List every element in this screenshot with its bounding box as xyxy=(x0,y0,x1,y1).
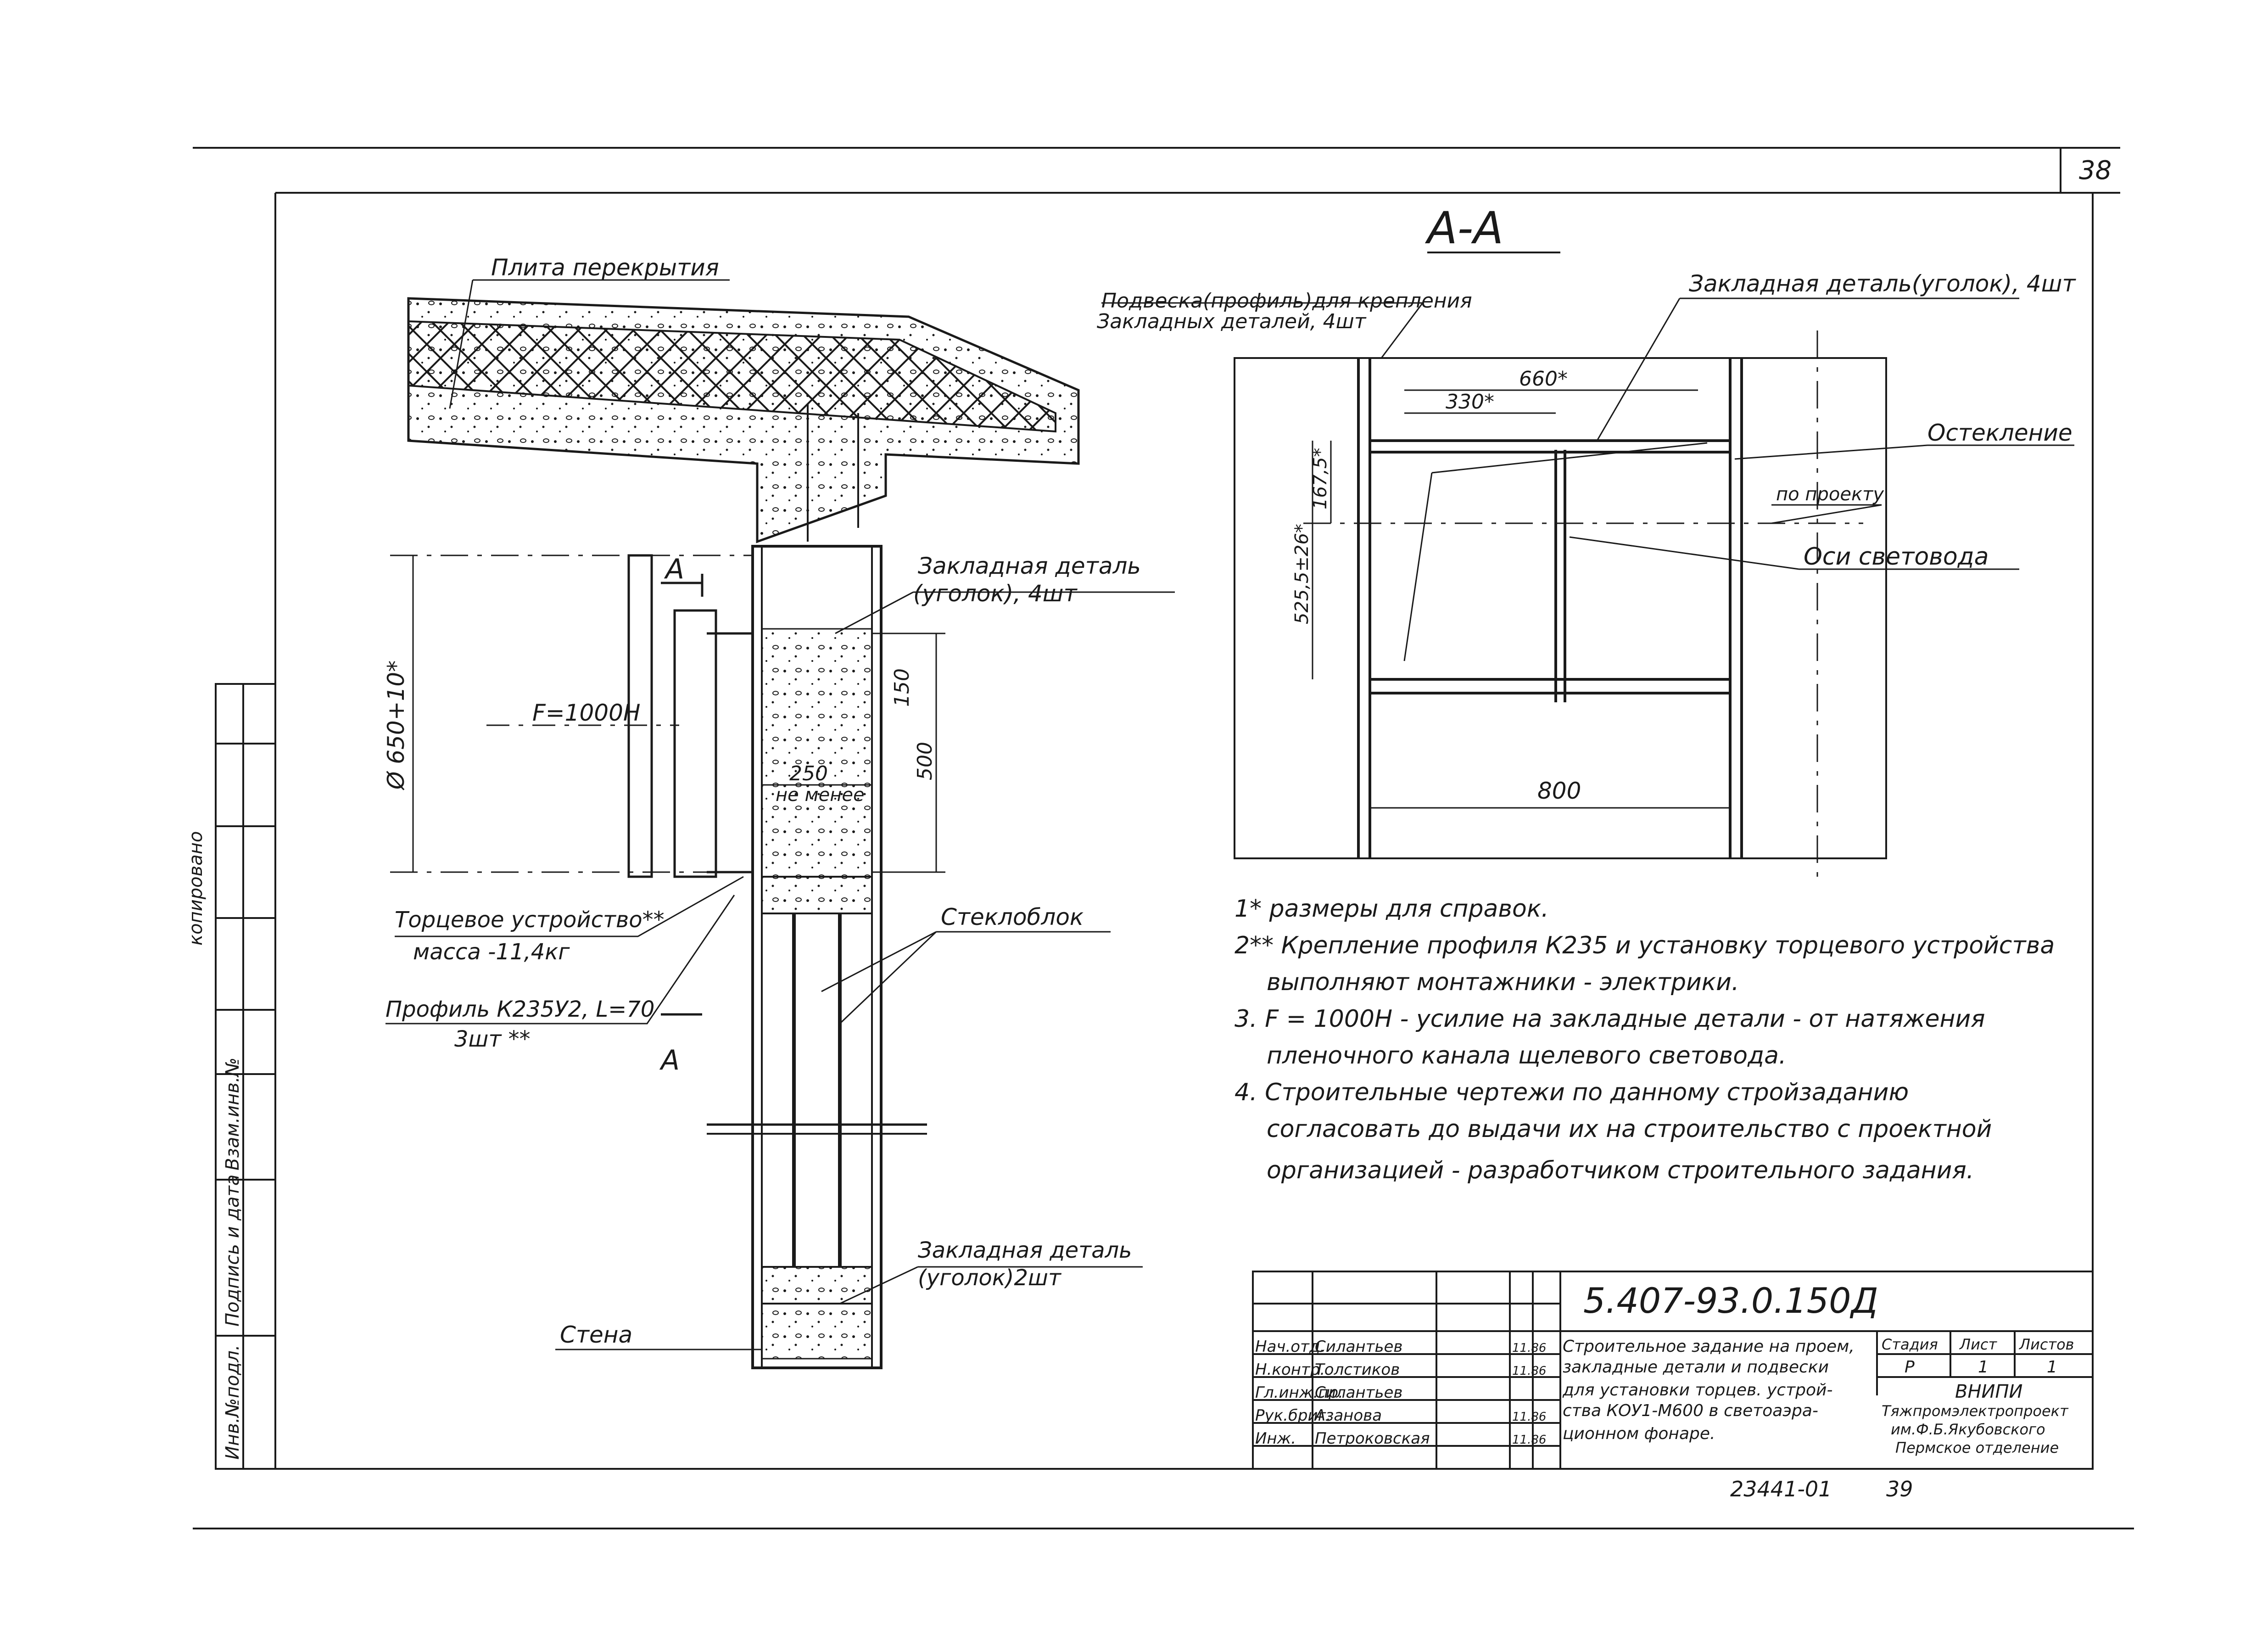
note-4-cont2: организацией - разработчиком строительно… xyxy=(1267,1157,1974,1184)
note-2: 2** Крепление профиля К235 и установку т… xyxy=(1235,932,2055,959)
title-block-people: Нач.отд. Силантьев 11.86 Н.контр. Толсти… xyxy=(1255,1338,1546,1448)
note-4-cont: согласовать до выдачи их на строительств… xyxy=(1267,1115,1992,1143)
end-device-label-1: Торцевое устройство** xyxy=(395,907,665,933)
profile-label-1: Профиль К235У2, L=70 xyxy=(385,997,654,1022)
dim-150: 150 xyxy=(890,668,914,707)
person-name: Толстиков xyxy=(1315,1361,1400,1379)
diameter-dim: Ø 650+10* xyxy=(383,661,409,790)
person-date: 11.86 xyxy=(1512,1341,1546,1355)
archive-page: 39 xyxy=(1886,1477,1913,1501)
slab-insulation xyxy=(408,320,1056,433)
glass-block-label: Стеклоблок xyxy=(941,904,1084,930)
note-3: 3. F = 1000Н - усилие на закладные детал… xyxy=(1235,1005,1985,1033)
force-label: F=1000Н xyxy=(532,700,641,726)
person-role: Н.контр. xyxy=(1255,1361,1325,1379)
person-role: Гл.инж.пр. xyxy=(1255,1383,1343,1402)
embedded-part-label-2: (уголок), 4шт xyxy=(913,580,1078,607)
sheets-value: 1 xyxy=(2047,1358,2057,1377)
description-line: ционном фонаре. xyxy=(1563,1424,1715,1443)
org-line: Пермское отделение xyxy=(1895,1439,2059,1456)
person-name: Силантьев xyxy=(1315,1338,1402,1356)
note-2-cont: выполняют монтажники - электрики. xyxy=(1267,969,1739,996)
note-3-cont: пленочного канала щелевого световода. xyxy=(1267,1042,1787,1069)
dim-660: 660* xyxy=(1519,367,1568,391)
note-4: 4. Строительные чертежи по данному строй… xyxy=(1235,1079,1909,1106)
embedded-part-bottom-1: Закладная деталь xyxy=(918,1237,1132,1263)
page-number: 38 xyxy=(2079,156,2112,185)
dim-not-less: не менее xyxy=(776,784,865,806)
org-line: ВНИПИ xyxy=(1955,1381,2022,1402)
embedded-part-bottom-2: (уголок)2шт xyxy=(918,1265,1062,1291)
description-line: ства КОУ1-М600 в светоаэра- xyxy=(1563,1401,1818,1420)
section-view-labels: Подвеска(профиль)для крепления Закладных… xyxy=(1097,270,2076,804)
hanger-label-2: Закладных деталей, 4шт xyxy=(1097,310,1367,333)
margin-mark: копировано xyxy=(185,831,207,946)
embedded-part-label-1: Закладная деталь xyxy=(918,553,1141,579)
title-block-org: ВНИПИ Тяжпромэлектропроект им.Ф.Б.Якубов… xyxy=(1882,1381,2069,1456)
person-role: Инж. xyxy=(1255,1429,1296,1448)
org-line: Тяжпромэлектропроект xyxy=(1882,1402,2069,1420)
section-title: А-А xyxy=(1424,202,1503,254)
wall-column xyxy=(751,545,883,1369)
left-view xyxy=(385,279,1175,1369)
section-frame xyxy=(1234,357,1887,859)
cut-mark-bottom: А xyxy=(659,1044,680,1076)
stage-value: Р xyxy=(1905,1358,1915,1377)
side-stamp xyxy=(215,683,276,1470)
dim-167: 167,5* xyxy=(1310,448,1331,510)
archive-number: 23441-01 xyxy=(1730,1477,1832,1501)
description-line: Строительное задание на проем, xyxy=(1563,1337,1855,1356)
person-name: Силантьев xyxy=(1315,1383,1402,1402)
person-role: Нач.отд. xyxy=(1255,1338,1325,1356)
dim-330: 330* xyxy=(1446,390,1494,414)
stamp-inv-label: Инв.№подл. xyxy=(222,1344,243,1460)
stage-header: Стадия xyxy=(1882,1336,1938,1353)
description-line: для установки торцев. устрой- xyxy=(1562,1381,1832,1400)
person-date: 11.86 xyxy=(1512,1364,1546,1378)
per-project-label: по проекту xyxy=(1776,484,1884,505)
description-line: закладные детали и подвески xyxy=(1563,1358,1829,1377)
slab-label: Плита перекрытия xyxy=(491,254,719,281)
profile-label-2: 3шт ** xyxy=(454,1026,531,1052)
dim-525: 525,5±26* xyxy=(1291,524,1313,624)
section-view: А-А xyxy=(1101,202,2074,886)
person-name: Петроковская xyxy=(1315,1429,1430,1448)
person-role: Рук.бриг. xyxy=(1255,1406,1331,1425)
stamp-replace-label: Взам.инв.№ xyxy=(222,1058,243,1170)
end-device-label-2: масса -11,4кг xyxy=(413,939,570,965)
person-name: Азанова xyxy=(1314,1406,1382,1425)
axis-label: Оси световода xyxy=(1804,543,1989,571)
wall-label: Стена xyxy=(560,1321,632,1348)
cut-mark-top: А xyxy=(664,553,684,585)
sheet-value: 1 xyxy=(1978,1358,1989,1377)
sheet-header: Лист xyxy=(1959,1336,1997,1353)
stamp-sign-label: Подпись и дата xyxy=(222,1175,243,1327)
title-block-description: Строительное задание на проем, закладные… xyxy=(1562,1337,1855,1443)
note-1: 1* размеры для справок. xyxy=(1235,895,1549,923)
dim-250: 250 xyxy=(789,762,828,785)
doc-code: 5.407-93.0.150Д xyxy=(1583,1280,1878,1321)
person-date: 11.86 xyxy=(1512,1433,1546,1447)
left-view-labels: Плита перекрытия Закладная деталь (уголо… xyxy=(383,254,1141,1348)
person-date: 11.86 xyxy=(1512,1410,1546,1424)
title-block-stage: Стадия Лист Листов Р 1 1 xyxy=(1882,1336,2074,1377)
section-embedded-label: Закладная деталь(уголок), 4шт xyxy=(1689,270,2076,297)
end-device xyxy=(627,554,717,878)
hanger-label-1: Подвеска(профиль)для крепления xyxy=(1101,289,1472,313)
title-block xyxy=(1252,1271,2094,1470)
glazing-label: Остекление xyxy=(1927,420,2072,446)
sheets-header: Листов xyxy=(2019,1336,2074,1353)
org-line: им.Ф.Б.Якубовского xyxy=(1891,1421,2045,1438)
dim-800: 800 xyxy=(1537,778,1581,804)
dim-500: 500 xyxy=(913,742,937,780)
